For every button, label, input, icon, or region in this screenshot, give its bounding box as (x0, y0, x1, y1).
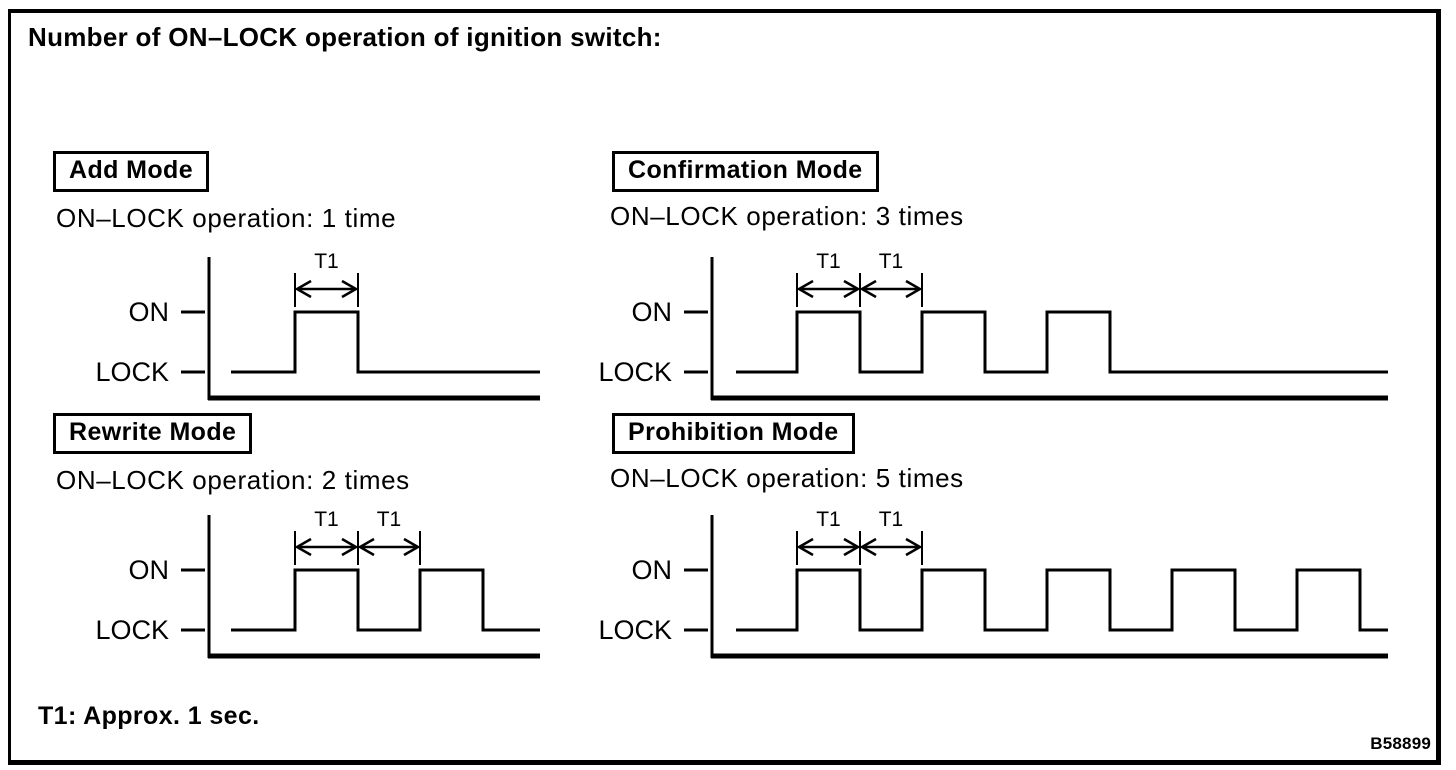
t1-footnote: T1: Approx. 1 sec. (38, 702, 260, 730)
operation-count-confirmation-mode: ON–LOCK operation: 3 times (610, 201, 964, 231)
t1-dimension-label: T1 (879, 250, 904, 273)
mode-label-confirmation-mode: Confirmation Mode (612, 151, 879, 192)
t1-arrowhead-right (341, 279, 359, 299)
figure-frame (8, 9, 1441, 765)
t1-dimension-label: T1 (314, 250, 339, 273)
t1-arrowhead-left (357, 537, 375, 557)
ignition-waveform (231, 568, 540, 632)
t1-dimension-label: T1 (879, 508, 904, 531)
on-label: ON (632, 555, 673, 585)
t1-arrowhead-right (843, 537, 861, 557)
operation-count-prohibition-mode: ON–LOCK operation: 5 times (610, 463, 964, 493)
t1-arrowhead-left (796, 279, 814, 299)
t1-arrowhead-right (403, 537, 421, 557)
on-label: ON (129, 555, 170, 585)
lock-label: LOCK (598, 357, 672, 387)
t1-arrowhead-right (341, 537, 359, 557)
t1-arrowhead-left (796, 537, 814, 557)
reference-code: B58899 (1370, 734, 1431, 753)
mode-label-prohibition-mode: Prohibition Mode (612, 413, 855, 454)
timing-diagram-rewrite-mode: ON LOCK T1 T1 (95, 508, 540, 659)
timing-diagram-add-mode: ON LOCK T1 (95, 250, 540, 401)
operation-count-add-mode: ON–LOCK operation: 1 time (56, 203, 397, 233)
t1-arrowhead-left (859, 537, 877, 557)
lock-label: LOCK (95, 615, 169, 645)
mode-label-add-mode: Add Mode (53, 151, 210, 192)
figure-title: Number of ON–LOCK operation of ignition … (28, 22, 662, 52)
on-label: ON (632, 297, 673, 327)
operation-count-rewrite-mode: ON–LOCK operation: 2 times (56, 465, 410, 495)
ignition-waveform (231, 310, 540, 374)
t1-arrowhead-left (859, 279, 877, 299)
lock-label: LOCK (95, 357, 169, 387)
t1-dimension-label: T1 (816, 508, 841, 531)
timing-diagram-confirmation-mode: ON LOCK T1 T1 (598, 250, 1388, 401)
on-label: ON (129, 297, 170, 327)
t1-dimension-label: T1 (377, 508, 402, 531)
t1-arrowhead-right (905, 279, 923, 299)
t1-arrowhead-left (294, 537, 312, 557)
t1-dimension-label: T1 (816, 250, 841, 273)
ignition-waveform (736, 568, 1388, 632)
timing-diagram-prohibition-mode: ON LOCK T1 T1 (598, 508, 1388, 659)
t1-arrowhead-right (843, 279, 861, 299)
ignition-waveform (736, 310, 1388, 374)
t1-dimension-label: T1 (314, 508, 339, 531)
t1-arrowhead-left (294, 279, 312, 299)
t1-arrowhead-right (905, 537, 923, 557)
mode-label-rewrite-mode: Rewrite Mode (53, 413, 253, 454)
lock-label: LOCK (598, 615, 672, 645)
